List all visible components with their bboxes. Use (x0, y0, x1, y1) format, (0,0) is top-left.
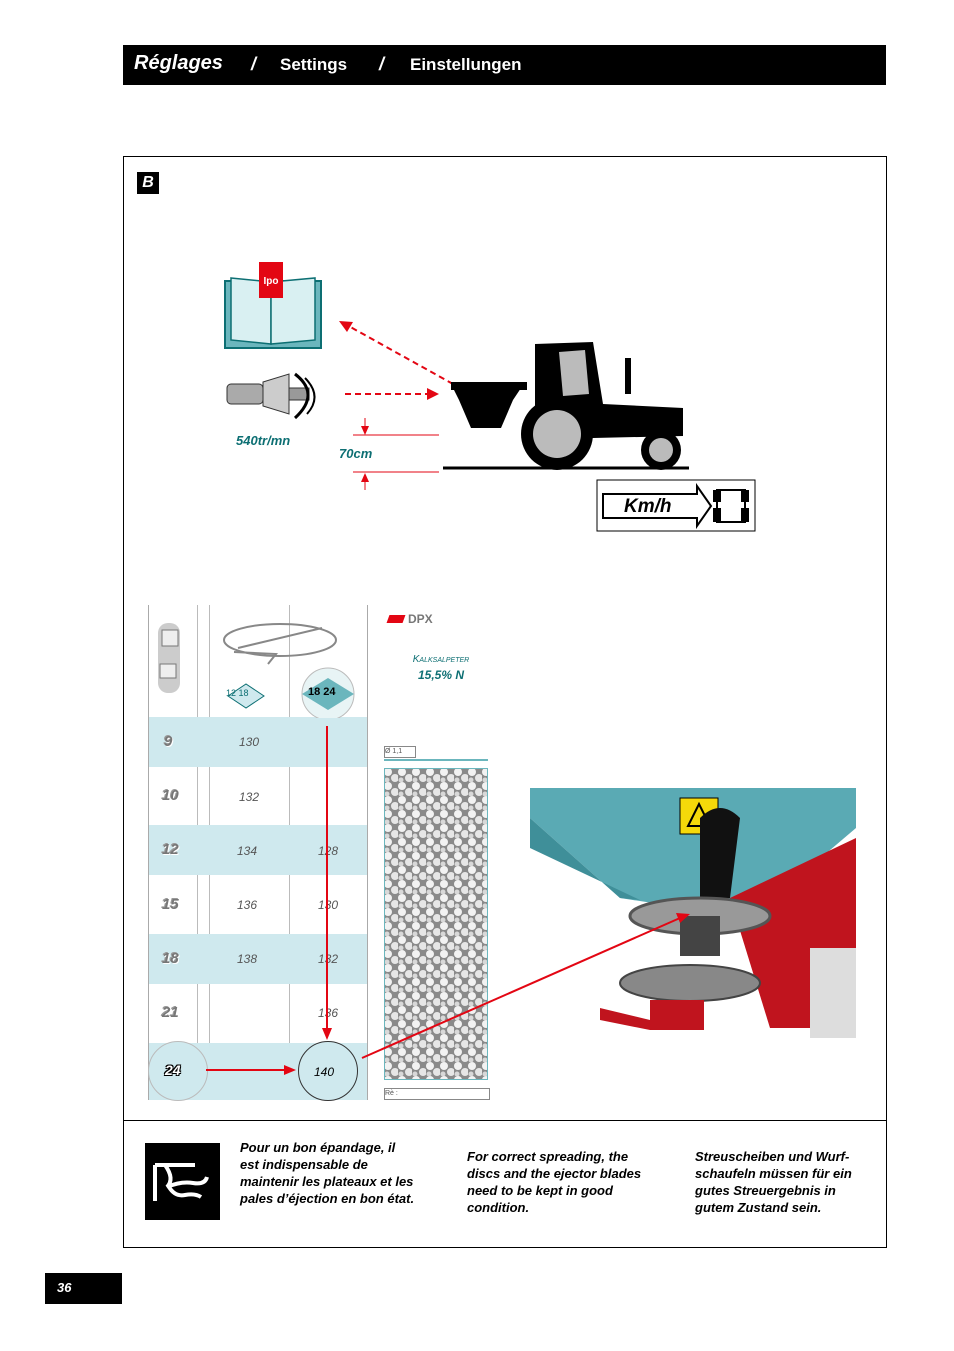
title-fr: Réglages (134, 52, 223, 74)
vane-position-low: 12 18 (226, 688, 249, 698)
row-width: 21 (162, 1004, 179, 1021)
brand-name: DPX (408, 612, 433, 626)
title-separator: / (251, 54, 257, 74)
granule-sample-image (384, 768, 488, 1080)
note-de: Streuscheiben und Wurf-schaufeln müssen … (695, 1149, 852, 1215)
granule-size: Ø 1,1 (384, 746, 416, 758)
vane-position-high: 18 24 (308, 686, 336, 698)
speed-label: Km/h (624, 496, 672, 517)
row-rate: 132 (318, 952, 339, 966)
rate-highlight (298, 1041, 358, 1101)
pto-speed-label: 540tr/mn (236, 433, 291, 448)
tractor-icon (443, 342, 689, 470)
row-rate: 128 (318, 844, 339, 858)
tractor-topview-icon (713, 489, 749, 523)
chart-footer: Rè : (384, 1088, 490, 1100)
chart-footer-label: Rè : (385, 1090, 398, 1097)
product-header: DPX (386, 612, 488, 626)
title-en: Settings (280, 55, 348, 74)
maintenance-note-icon (145, 1143, 220, 1220)
pto-shaft-icon (226, 372, 316, 420)
spinning-disc-icon (223, 623, 337, 665)
row-rate-selected: 140 (314, 1065, 335, 1079)
row-rate: 136 (318, 1006, 339, 1020)
height-label: 70cm (339, 446, 373, 461)
row-rate: 130 (239, 735, 260, 749)
row-width-selected: 24 (165, 1062, 181, 1078)
row-rate: 130 (318, 898, 339, 912)
section-header: Réglages / Settings / Einstellungen (123, 45, 886, 85)
vane-adjust-icon (158, 623, 180, 693)
row-width: 12 (162, 841, 179, 858)
page-number: 36 (45, 1273, 122, 1304)
row-width: 15 (162, 896, 179, 913)
product-nitrogen: 15,5% N (417, 668, 465, 682)
width-highlight (148, 1041, 208, 1101)
row-width: 10 (162, 787, 179, 804)
row-width: 9 (164, 733, 173, 750)
manual-book-icon: Ipo (224, 262, 322, 349)
note-en: For correct spreading, the discs and the… (467, 1149, 642, 1215)
title-separator: / (379, 54, 385, 74)
svg-text:Ipo: Ipo (264, 276, 279, 287)
row-rate: 132 (239, 790, 260, 804)
row-width: 18 (162, 950, 179, 967)
disc-vane-icons (158, 623, 355, 718)
divider (123, 1120, 887, 1121)
setup-diagram: Ipo (224, 262, 756, 532)
row-rate: 134 (237, 844, 258, 858)
row-rate: 136 (237, 898, 258, 912)
row-rate: 138 (237, 952, 258, 966)
brand-mark-icon (386, 615, 406, 623)
title-de: Einstellungen (410, 55, 522, 74)
spreader-photo (530, 788, 856, 1041)
note-fr: Pour un bon épandage, il est indispensab… (240, 1140, 415, 1206)
product-name: Kalksalpeter (412, 654, 470, 665)
content-frame (123, 156, 887, 1248)
section-badge: B (137, 172, 159, 194)
page-number-text: 36 (57, 1280, 72, 1295)
